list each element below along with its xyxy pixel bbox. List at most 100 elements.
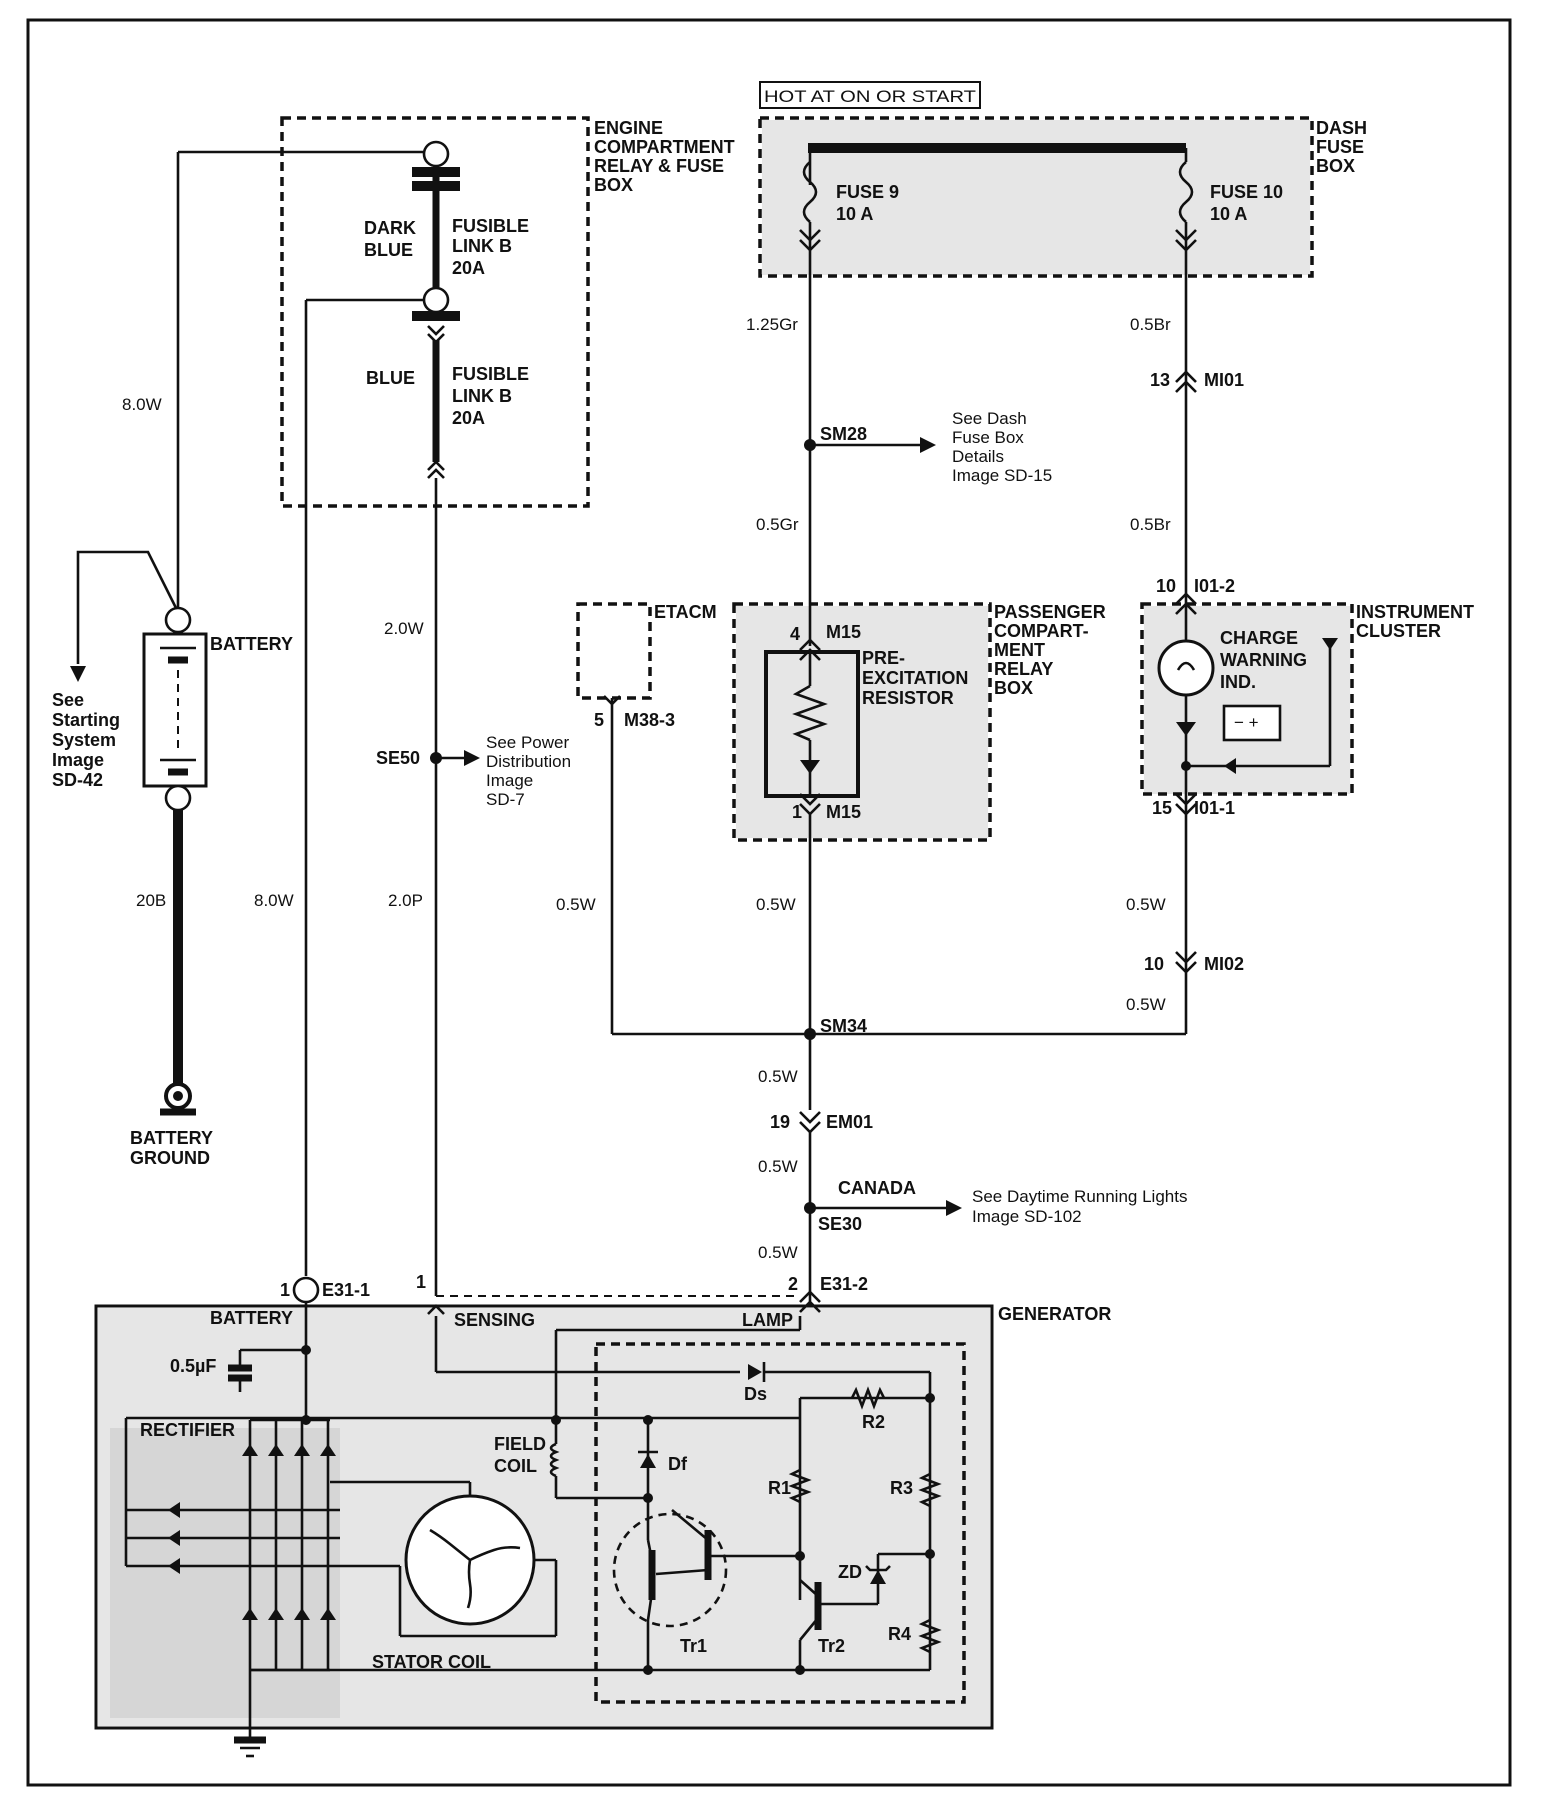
rect-diode-5 — [242, 1608, 258, 1620]
tr1-emit-2 — [671, 1509, 709, 1541]
fl-upper-color-2: BLUE — [364, 240, 413, 260]
wire-label-0-5br-a: 0.5Br — [1130, 315, 1171, 334]
ref-dash-fuse-4: Image SD-15 — [952, 466, 1052, 485]
se50-ref-arrowhead — [464, 750, 480, 766]
fl-upper-name-2: LINK B — [452, 236, 512, 256]
battery-terminal-top — [164, 606, 192, 634]
e31-2-pin: 2 — [788, 1274, 798, 1294]
ref-daytime-1: See Daytime Running Lights — [972, 1187, 1187, 1206]
gen-sensing-label: SENSING — [454, 1310, 535, 1330]
ref-dash-fuse-2: Fuse Box — [952, 428, 1024, 447]
fl-lower-color: BLUE — [366, 368, 415, 388]
cluster-title-2: CLUSTER — [1356, 621, 1441, 641]
m15-bot-pin: 1 — [792, 802, 802, 822]
engine-box-title-1: ENGINE — [594, 118, 663, 138]
passenger-box-title-5: BOX — [994, 678, 1033, 698]
df-label: Df — [668, 1454, 688, 1474]
mi01-name: MI01 — [1204, 370, 1244, 390]
ref-starting-1: See — [52, 690, 84, 710]
m15-bot-name: M15 — [826, 802, 861, 822]
i01-2-pin: 10 — [1156, 576, 1176, 596]
wire-label-0-5w-em01a: 0.5W — [758, 1067, 798, 1086]
sensing-connector — [427, 1304, 445, 1315]
ref-starting-2: Starting — [52, 710, 120, 730]
ref-dash-fuse-3: Details — [952, 447, 1004, 466]
fusible-link-terminal-mid — [422, 286, 450, 314]
splice-se50-label: SE50 — [376, 748, 420, 768]
battery-ground-2: GROUND — [130, 1148, 210, 1168]
zd-junction — [925, 1549, 935, 1559]
page-frame — [26, 18, 1512, 1787]
mi02-connector — [1175, 951, 1197, 974]
em01-connector — [799, 1111, 821, 1134]
ref-starting-3: System — [52, 730, 116, 750]
fuse9-label-2: 10 A — [836, 204, 873, 224]
df-junction-bot — [643, 1493, 653, 1503]
fusible-link-terminal-top — [422, 140, 450, 168]
m15-top-pin: 4 — [790, 624, 800, 644]
wire-label-0-5w-ic: 0.5W — [1126, 895, 1166, 914]
field-coil-2: COIL — [494, 1456, 537, 1476]
engine-box-title-4: BOX — [594, 175, 633, 195]
ref-power-3: Image — [486, 771, 533, 790]
resistor-r4 — [918, 1618, 942, 1654]
instrument-cluster-box — [1140, 602, 1354, 796]
generator-regulator-box — [594, 1342, 966, 1704]
mi02-name: MI02 — [1204, 954, 1244, 974]
j4 — [301, 1415, 311, 1425]
tr1-coll — [646, 1539, 654, 1561]
df-junction-top — [643, 1415, 653, 1425]
mi01-connector — [1175, 370, 1197, 393]
fl-upper-name-3: 20A — [452, 258, 485, 278]
tr1-circle — [612, 1512, 728, 1628]
resistor-arrow — [800, 760, 820, 774]
rectifier-shade — [110, 1428, 340, 1718]
stator-windings — [429, 1528, 521, 1609]
dash-fuse-box — [758, 116, 1314, 278]
e31-2-connector — [799, 1290, 821, 1313]
r4-label: R4 — [888, 1624, 911, 1644]
hot-label-box — [759, 81, 981, 109]
wire-label-8-0w-top: 8.0W — [122, 395, 162, 414]
rect-diode-2 — [268, 1444, 284, 1456]
j3 — [795, 1665, 805, 1675]
fuse10-label-2: 10 A — [1210, 204, 1247, 224]
cluster-led-marker — [1322, 638, 1338, 650]
em01-pin: 19 — [770, 1112, 790, 1132]
battery-icon — [1222, 704, 1282, 742]
r1-label: R1 — [768, 1478, 791, 1498]
e31-sense-pin: 1 — [416, 1272, 426, 1292]
e31-2-name: E31-2 — [820, 1274, 868, 1294]
r3-label: R3 — [890, 1478, 913, 1498]
m38-3-connector — [603, 695, 621, 706]
sm28-ref-arrowhead — [920, 437, 936, 453]
wire-label-0-5br-b: 0.5Br — [1130, 515, 1171, 534]
diode-df — [640, 1454, 656, 1468]
ref-starting-4: Image — [52, 750, 104, 770]
dash-box-title-1: DASH — [1316, 118, 1367, 138]
i01-2-name: I01-2 — [1194, 576, 1235, 596]
wire-label-2-0w: 2.0W — [384, 619, 424, 638]
resistor-r3 — [918, 1472, 942, 1508]
engine-box-title-2: COMPARTMENT — [594, 137, 735, 157]
battery-ground-terminal-center — [173, 1091, 183, 1101]
fl-lower-name-2: LINK B — [452, 386, 512, 406]
etacm-title: ETACM — [654, 602, 717, 622]
passenger-compartment-relay-box — [732, 602, 992, 842]
tr1-emit-3 — [655, 1568, 709, 1576]
m15-top-name: M15 — [826, 622, 861, 642]
rect-diode-6 — [268, 1608, 284, 1620]
resistor-symbol — [792, 684, 828, 742]
passenger-box-title-3: MENT — [994, 640, 1045, 660]
fl-lower-name-3: 20A — [452, 408, 485, 428]
ref-power-4: SD-7 — [486, 790, 525, 809]
charge-warning-lamp — [1157, 639, 1215, 697]
passenger-box-title-1: PASSENGER — [994, 602, 1106, 622]
rectifier-label: RECTIFIER — [140, 1420, 235, 1440]
ref-starting-5: SD-42 — [52, 770, 103, 790]
cluster-title-1: INSTRUMENT — [1356, 602, 1474, 622]
cluster-led-arrow — [1224, 758, 1236, 774]
pre-excitation-3: RESISTOR — [862, 688, 954, 708]
pre-excitation-1: PRE- — [862, 648, 905, 668]
